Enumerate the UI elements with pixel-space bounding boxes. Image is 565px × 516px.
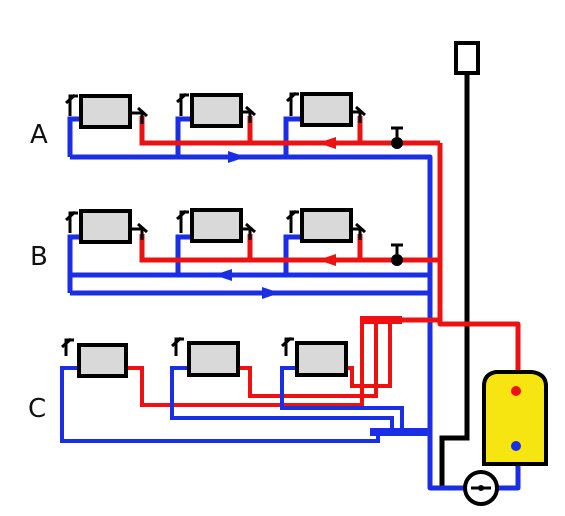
valve-icon	[391, 243, 403, 266]
radiator-icon	[190, 208, 243, 243]
radiator-icon	[190, 93, 243, 128]
row-b	[65, 208, 430, 299]
valve-icon	[132, 222, 148, 240]
valve-icon	[286, 209, 299, 233]
radiator-icon	[295, 341, 348, 377]
radiator-icon	[300, 92, 353, 127]
row-c	[60, 316, 430, 443]
riser-pipe	[439, 73, 470, 488]
arrow-icon	[214, 269, 232, 281]
row-label-a: A	[30, 120, 48, 150]
valve-icon	[242, 105, 256, 123]
arrow-icon	[228, 151, 246, 163]
valve-icon	[281, 336, 294, 356]
valve-icon	[65, 93, 78, 116]
radiator-icon	[187, 341, 240, 377]
return-collector	[370, 428, 428, 436]
radiator-icon	[79, 209, 132, 244]
valve-icon	[242, 222, 256, 240]
valve-icon	[391, 126, 403, 149]
radiator-icon	[300, 208, 353, 243]
valve-icon	[352, 105, 366, 123]
valve-icon	[65, 210, 78, 233]
arrow-icon	[318, 137, 336, 149]
valve-icon	[61, 337, 74, 356]
valve-icon	[132, 106, 148, 124]
row-label-b: B	[30, 242, 48, 272]
row-label-c: C	[28, 394, 47, 424]
valve-icon	[352, 222, 366, 240]
row-a	[65, 91, 403, 163]
supply-collector	[360, 316, 402, 324]
boiler-icon	[482, 370, 548, 466]
radiator-icon	[77, 343, 128, 378]
valve-icon	[171, 336, 184, 356]
expansion-tank-riser	[439, 41, 480, 488]
radiator-icon	[79, 94, 132, 129]
pump-icon	[463, 470, 499, 506]
expansion-tank-icon	[454, 41, 480, 75]
arrow-icon	[262, 287, 280, 299]
valve-icon	[176, 92, 189, 116]
valve-icon	[176, 209, 189, 233]
valve-icon	[286, 91, 299, 116]
arrow-icon	[318, 254, 336, 266]
